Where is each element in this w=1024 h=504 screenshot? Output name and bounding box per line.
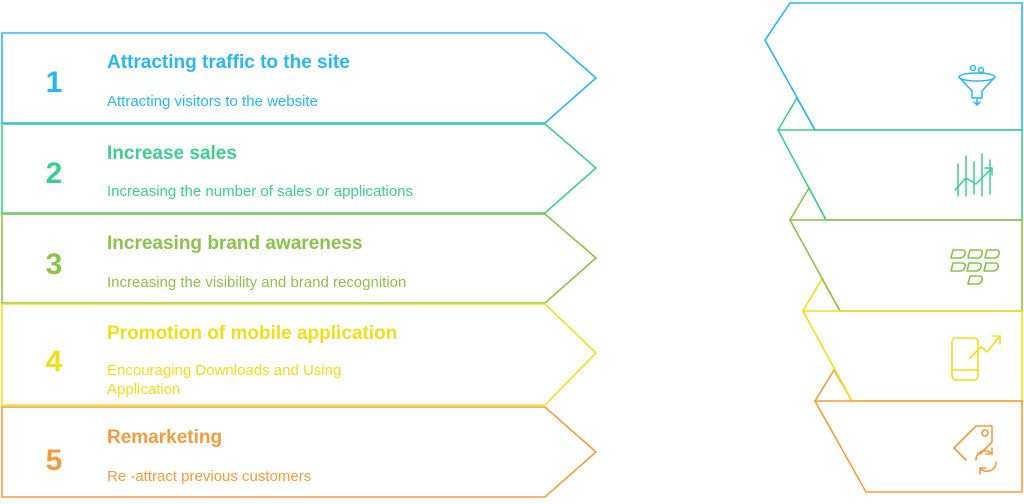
step-description-4: Encouraging Downloads and Using Applicat… <box>107 362 342 398</box>
growth-chart-icon <box>954 153 993 197</box>
step-banner-4 <box>1 303 598 406</box>
step-title-4: Promotion of mobile application <box>107 323 398 344</box>
step-banner-1 <box>1 32 598 124</box>
funnel-layer-5 <box>813 400 1023 493</box>
step-description-3: Increasing the visibility and brand reco… <box>107 274 407 291</box>
step-description-1: Attracting visitors to the website <box>107 93 318 110</box>
step-number-1: 1 <box>45 66 63 99</box>
step-title-3: Increasing brand awareness <box>107 233 363 254</box>
funnel-icon <box>958 64 996 106</box>
step-banner-5 <box>1 406 598 498</box>
tag-refresh-icon <box>953 425 997 475</box>
funnel-fold-3 <box>802 277 841 312</box>
step-number-5: 5 <box>45 444 63 477</box>
step-number-2: 2 <box>45 157 63 190</box>
funnel-fold-4 <box>814 368 853 402</box>
step-title-1: Attracting traffic to the site <box>107 52 350 73</box>
step-number-3: 3 <box>45 248 63 281</box>
mobile-growth-icon <box>951 335 1001 381</box>
step-banner-2 <box>1 123 598 214</box>
step-number-4: 4 <box>45 345 63 378</box>
step-description-2: Increasing the number of sales or applic… <box>107 183 414 200</box>
funnel-fold-1 <box>777 96 816 131</box>
step-title-5: Remarketing <box>107 427 223 448</box>
step-description-5: Re -attract previous customers <box>107 468 312 485</box>
funnel-fold-2 <box>789 186 827 221</box>
step-banner-3 <box>1 213 598 304</box>
brand-blocks-icon <box>950 249 1000 285</box>
step-title-2: Increase sales <box>107 143 237 164</box>
